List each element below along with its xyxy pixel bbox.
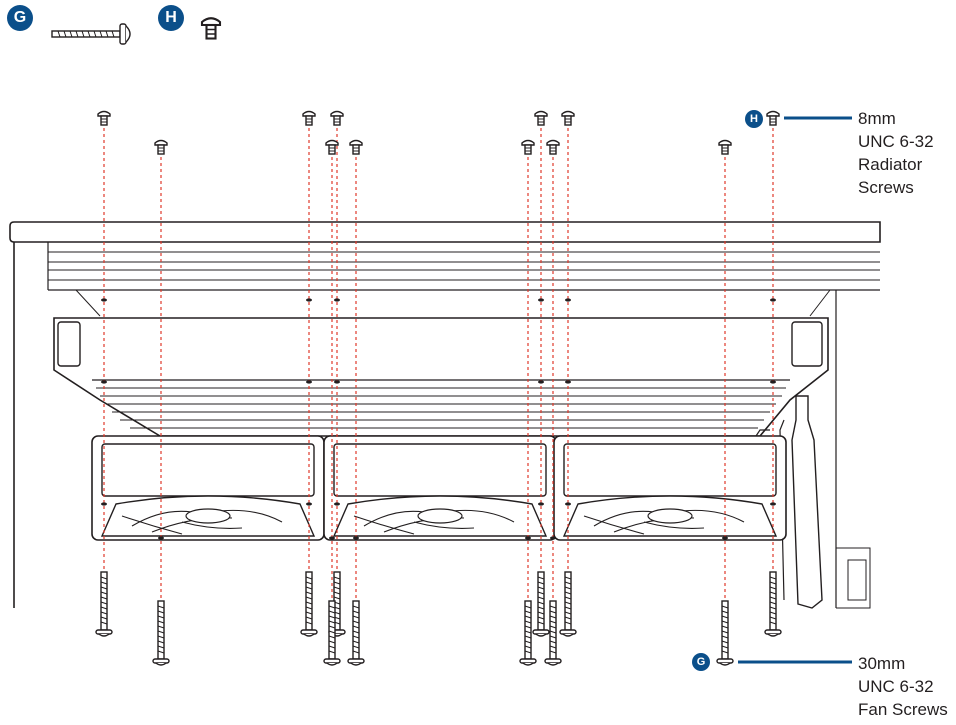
- fan-screws: [95, 571, 782, 666]
- radiator-screws: [97, 110, 780, 155]
- radiator-length: 8mm: [858, 109, 896, 128]
- fan-callout-badge: G: [692, 653, 710, 671]
- fan-3: [553, 435, 787, 541]
- radiator-label: Radiator: [858, 155, 923, 174]
- legend-long-screw-icon: [51, 23, 131, 45]
- radiator-screws-label: Screws: [858, 178, 914, 197]
- fan-length: 30mm: [858, 654, 906, 673]
- badge-g: G: [7, 5, 33, 31]
- fan-1: [91, 435, 325, 541]
- guide-lines: [103, 128, 774, 600]
- fan-2: [323, 435, 557, 541]
- legend-short-screw-icon: [200, 17, 222, 40]
- case-top-panel: [9, 221, 881, 609]
- radiator-callout-badge: H: [745, 110, 763, 128]
- radiator-thread: UNC 6-32: [858, 132, 934, 151]
- radiator: [53, 317, 829, 609]
- fan-screws-label: Fan Screws: [858, 700, 948, 719]
- fan-callout-text: 30mm UNC 6-32 Fan Screws: [858, 652, 948, 721]
- fan-thread: UNC 6-32: [858, 677, 934, 696]
- radiator-callout-text: 8mm UNC 6-32 Radiator Screws: [858, 107, 934, 199]
- badge-h: H: [158, 5, 184, 31]
- screw-holes: [101, 298, 776, 540]
